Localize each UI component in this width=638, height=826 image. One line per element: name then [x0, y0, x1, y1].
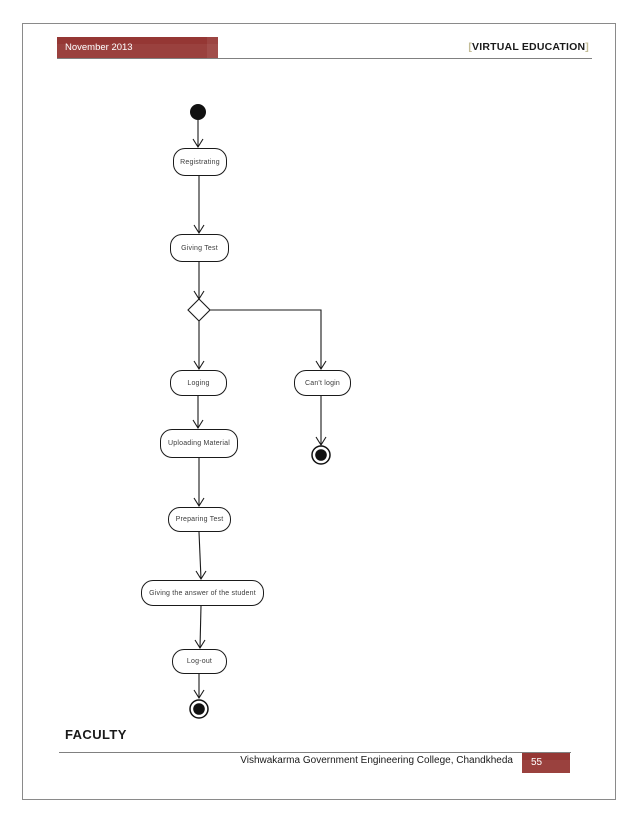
section-label-faculty: FACULTY: [65, 727, 127, 742]
arrowhead-icon: [193, 689, 205, 700]
header-date: November 2013: [65, 42, 133, 53]
page-number: 55: [531, 757, 543, 768]
activity-log-out: Log-out: [172, 649, 227, 674]
document-page: November 2013 [VIRTUAL EDUCATION]: [22, 23, 616, 800]
footer-institution: Vishwakarma Government Engineering Colle…: [240, 755, 513, 766]
activity-giving-answer: Giving the answer of the student: [141, 580, 264, 606]
edge-preparing-to-givinganswer: [198, 531, 202, 580]
activity-giving-test: Giving Test: [170, 234, 229, 262]
arrowhead-icon: [315, 360, 327, 371]
doc-title-text: VIRTUAL EDUCATION: [472, 41, 586, 53]
final-node-icon: [311, 445, 331, 465]
activity-uploading-material: Uploading Material: [160, 429, 238, 458]
activity-loging: Loging: [170, 370, 227, 396]
decision-node-icon: [187, 298, 211, 322]
page-number-box: 55: [522, 753, 570, 773]
header-rule: [57, 58, 592, 59]
footer-rule: [59, 752, 571, 753]
diagram-connectors: [187, 104, 331, 719]
activity-preparing-test: Preparing Test: [168, 507, 231, 532]
activity-registrating: Registrating: [173, 148, 227, 176]
activity-diagram: Registrating Giving Test Loging Can't lo…: [23, 24, 617, 801]
initial-node-icon: [190, 104, 206, 120]
arrowhead-icon: [315, 436, 327, 447]
arrowhead-icon: [192, 419, 204, 430]
arrowhead-icon: [194, 639, 206, 650]
arrowhead-icon: [195, 570, 207, 581]
arrowhead-icon: [193, 497, 205, 508]
arrowhead-icon: [192, 138, 204, 149]
edge-decision-to-cantlogin: [210, 309, 322, 369]
arrowhead-icon: [193, 360, 205, 371]
open-bracket: [: [468, 41, 473, 53]
edge-givinganswer-to-logout: [199, 605, 202, 649]
header-doc-title: [VIRTUAL EDUCATION]: [468, 37, 589, 58]
activity-cant-login: Can't login: [294, 370, 351, 396]
header-date-box: November 2013: [57, 37, 218, 58]
close-bracket: ]: [585, 41, 589, 53]
final-node-icon: [189, 699, 209, 719]
arrowhead-icon: [193, 224, 205, 235]
